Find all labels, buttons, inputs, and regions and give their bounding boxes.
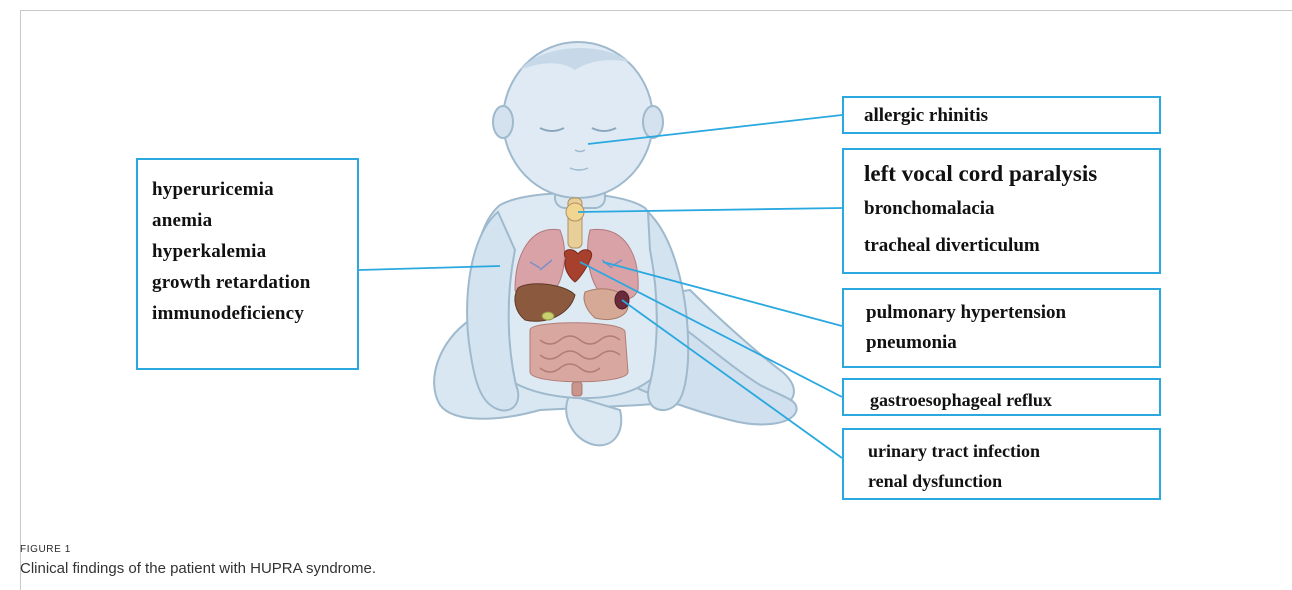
finding-hyperuricemia: hyperuricemia — [152, 174, 357, 205]
pulmonary-findings-box: pulmonary hypertension pneumonia — [842, 288, 1161, 368]
finding-allergic-rhinitis: allergic rhinitis — [864, 105, 1159, 127]
figure-label: FIGURE 1 — [20, 544, 71, 555]
allergic-findings-box: allergic rhinitis — [842, 96, 1161, 134]
finding-anemia: anemia — [152, 205, 357, 236]
finding-pulmonary-hypertension: pulmonary hypertension — [866, 298, 1159, 328]
finding-hyperkalemia: hyperkalemia — [152, 236, 357, 267]
finding-renal-dysfunction: renal dysfunction — [868, 466, 1159, 496]
airway-findings-box: left vocal cord paralysis bronchomalacia… — [842, 148, 1161, 274]
finding-gastroesophageal-reflux: gastroesophageal reflux — [870, 389, 1159, 411]
finding-growth-retardation: growth retardation — [152, 267, 357, 298]
figure-caption: Clinical findings of the patient with HU… — [20, 560, 376, 577]
finding-tracheal-diverticulum: tracheal diverticulum — [864, 227, 1159, 264]
finding-pneumonia: pneumonia — [866, 328, 1159, 358]
finding-bronchomalacia: bronchomalacia — [864, 190, 1159, 227]
gastro-findings-box: gastroesophageal reflux — [842, 378, 1161, 416]
renal-findings-box: urinary tract infection renal dysfunctio… — [842, 428, 1161, 500]
finding-vocal-cord-paralysis: left vocal cord paralysis — [864, 158, 1159, 190]
finding-immunodeficiency: immunodeficiency — [152, 298, 357, 329]
finding-urinary-tract-infection: urinary tract infection — [868, 436, 1159, 466]
systemic-findings-box: hyperuricemia anemia hyperkalemia growth… — [136, 158, 359, 370]
